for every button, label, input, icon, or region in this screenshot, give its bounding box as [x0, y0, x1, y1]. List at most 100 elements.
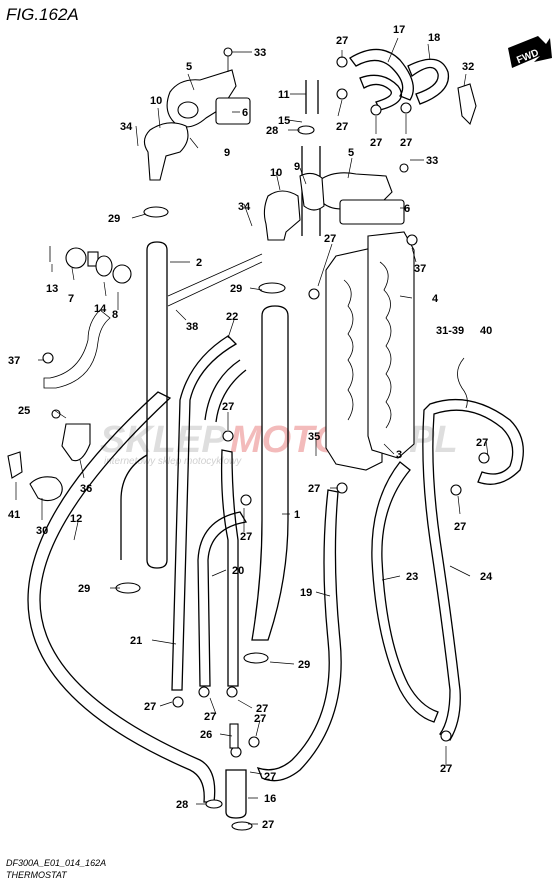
callout-7: 7	[68, 293, 74, 305]
hose-17	[349, 48, 414, 101]
callout-25: 25	[18, 405, 30, 417]
callout-27b: 27	[336, 121, 348, 133]
callout-9b: 9	[294, 161, 300, 173]
callout-27o: 27	[264, 771, 276, 783]
clip-31-39	[457, 357, 468, 409]
bracket-41	[7, 451, 23, 479]
callout-30: 30	[36, 525, 48, 537]
clamp-30	[29, 476, 63, 502]
callout-20: 20	[232, 565, 244, 577]
hose-16	[225, 769, 247, 819]
watermark-brand-b: MOTO	[230, 419, 343, 461]
callout-27k: 27	[144, 701, 156, 713]
callout-5b: 5	[348, 147, 354, 159]
callout-29d: 29	[298, 659, 310, 671]
callout-27g: 27	[476, 437, 488, 449]
callout-28b: 28	[176, 799, 188, 811]
callout-16: 16	[264, 793, 276, 805]
hose-2-outline	[120, 454, 148, 560]
callout-28a: 28	[266, 125, 278, 137]
callout-13: 13	[46, 283, 58, 295]
hose-20	[197, 511, 248, 687]
callout-36: 36	[80, 483, 92, 495]
callout-40: 40	[480, 325, 492, 337]
callout-27n: 27	[254, 713, 266, 725]
callout-24: 24	[480, 571, 493, 583]
lower-thermostat-housing	[263, 163, 409, 241]
callout-12: 12	[70, 513, 82, 525]
hose-20b	[220, 449, 239, 687]
hose-38	[43, 253, 263, 389]
hose-24	[422, 398, 524, 741]
callout-5a: 5	[186, 61, 192, 73]
callout-6a: 6	[242, 107, 248, 119]
callout-34b: 34	[238, 201, 251, 213]
exhaust-cover-plate	[325, 231, 415, 471]
hose-group	[27, 48, 524, 819]
callout-3: 3	[396, 449, 402, 461]
callout-27i: 27	[454, 521, 466, 533]
callout-numbers: 33 27 17 18 32 5 11 10 6 15 27 34 28 27 …	[8, 24, 493, 831]
hose-1	[251, 305, 289, 641]
callout-37b: 37	[8, 355, 20, 367]
upper-thermostat-housing	[143, 47, 251, 181]
forward-arrow-icon: FWD	[508, 36, 552, 68]
callout-21: 21	[130, 635, 142, 647]
hose-21	[171, 335, 238, 691]
hose-18	[359, 58, 450, 111]
callout-23: 23	[406, 571, 418, 583]
leader-lines	[15, 37, 489, 825]
callout-27h: 27	[308, 483, 320, 495]
callout-31-39: 31-39	[436, 325, 464, 337]
callout-14: 14	[94, 303, 107, 315]
callout-10b: 10	[270, 167, 282, 179]
footer-code: DF300A_E01_014_162A	[6, 858, 106, 868]
callout-18: 18	[428, 32, 440, 44]
callout-17: 17	[393, 24, 405, 36]
hose-11	[305, 80, 319, 114]
callout-6b: 6	[404, 203, 410, 215]
hose-12	[27, 391, 216, 803]
callout-38: 38	[186, 321, 198, 333]
callout-27l: 27	[256, 703, 268, 715]
callout-11: 11	[278, 89, 290, 101]
callout-27a: 27	[336, 35, 348, 47]
callout-29b: 29	[230, 283, 242, 295]
clamp-rings	[42, 56, 490, 831]
bracket-36	[51, 409, 91, 462]
callout-22: 22	[226, 311, 238, 323]
callout-29a: 29	[108, 213, 120, 225]
callout-27p: 27	[440, 763, 452, 775]
callout-27m: 27	[204, 711, 216, 723]
callout-33b: 33	[426, 155, 438, 167]
callout-33a: 33	[254, 47, 266, 59]
callout-35: 35	[308, 431, 320, 443]
callout-37a: 37	[414, 263, 426, 275]
watermark-brand-a: SKLEP	[100, 419, 227, 461]
callout-9a: 9	[224, 147, 230, 159]
callout-27e: 27	[324, 233, 336, 245]
callout-27q: 27	[262, 819, 274, 831]
callout-4: 4	[432, 293, 439, 305]
footer-caption: THERMOSTAT	[6, 870, 68, 880]
callout-27f: 27	[222, 401, 234, 413]
callout-34a: 34	[120, 121, 133, 133]
hose-22	[204, 359, 247, 423]
sensor-assembly	[49, 246, 132, 284]
callout-27d: 27	[400, 137, 412, 149]
clip-32	[457, 83, 477, 126]
hose-23	[371, 461, 439, 723]
callout-41: 41	[8, 509, 20, 521]
callout-27c: 27	[370, 137, 382, 149]
callout-29c: 29	[78, 583, 90, 595]
callout-19: 19	[300, 587, 312, 599]
figure-title: FIG.162A	[6, 5, 79, 24]
hose-2	[146, 241, 168, 569]
callout-10a: 10	[150, 95, 162, 107]
hose-19	[256, 489, 342, 782]
callout-1: 1	[294, 509, 300, 521]
callout-8: 8	[112, 309, 118, 321]
callout-32: 32	[462, 61, 474, 73]
callout-26: 26	[200, 729, 212, 741]
